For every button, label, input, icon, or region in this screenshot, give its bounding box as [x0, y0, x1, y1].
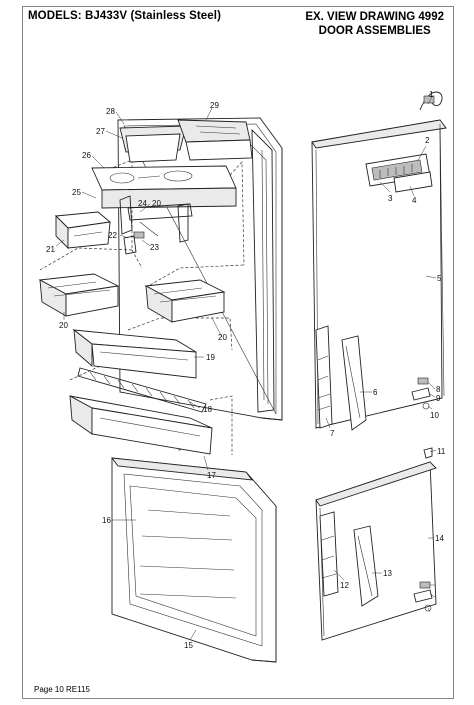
callout-22: 22: [108, 231, 117, 240]
door-bin-left: [38, 273, 120, 317]
upper-handle: [341, 335, 367, 431]
freezer-handle: [353, 525, 379, 607]
bottom-door-bin: [69, 395, 213, 455]
page-footer: Page 10 RE115: [34, 685, 90, 694]
callout-1: 1: [429, 90, 434, 99]
callout-3: 3: [388, 194, 393, 203]
models-title: MODELS: BJ433V (Stainless Steel): [28, 10, 222, 22]
page-border: [22, 6, 454, 699]
upper-hinge-parts: [411, 377, 431, 410]
callout-16: 16: [102, 516, 111, 525]
callout-19: 19: [206, 353, 215, 362]
freezer-door-liner: [111, 457, 277, 663]
dairy-compartment: [119, 119, 253, 163]
callout-2: 2: [425, 136, 430, 145]
callout-20-left: 20: [59, 321, 68, 330]
callout-9-upper: 9: [436, 394, 441, 403]
callout-17: 17: [207, 471, 216, 480]
callout-25: 25: [72, 188, 81, 197]
callout-20-bracket: 20: [152, 199, 161, 208]
door-bin-right: [144, 279, 226, 323]
callout-4: 4: [412, 196, 417, 205]
retainer-bar: [77, 367, 207, 413]
upper-door-liner: [117, 117, 283, 421]
drawing-number: EX. VIEW DRAWING 4992: [305, 11, 444, 23]
power-cord: [419, 91, 443, 111]
assembly-guide-lines: [39, 159, 245, 455]
callout-12: 12: [340, 581, 349, 590]
callout-27: 27: [96, 127, 105, 136]
callout-5: 5: [437, 274, 442, 283]
callout-13: 13: [383, 569, 392, 578]
control-panel: [365, 153, 433, 193]
upper-hinge-insert: [315, 325, 333, 429]
egg-tray: [91, 165, 237, 209]
small-bin: [55, 211, 112, 250]
callout-20-right: 20: [218, 333, 227, 342]
callout-29: 29: [210, 101, 219, 110]
callout-6: 6: [373, 388, 378, 397]
shelf-brackets: [119, 195, 193, 255]
callout-15: 15: [184, 641, 193, 650]
callout-26: 26: [82, 151, 91, 160]
callout-21: 21: [46, 245, 55, 254]
callout-28: 28: [106, 107, 115, 116]
callout-7: 7: [330, 429, 335, 438]
long-door-bin: [72, 329, 197, 379]
freezer-hinge-insert: [319, 511, 339, 597]
freezer-outer-door: [315, 461, 437, 641]
callout-24: 24: [138, 199, 147, 208]
callout-14: 14: [435, 534, 444, 543]
callout-11: 11: [437, 447, 446, 456]
callout-23: 23: [150, 243, 159, 252]
drawing-title: EX. VIEW DRAWING 4992 DOOR ASSEMBLIES: [305, 10, 444, 38]
part-number-callouts: 1 2 3 4 5 6 7 8 9 10 11 12 13 14 15 16 1…: [46, 90, 446, 650]
callout-18: 18: [203, 405, 212, 414]
callout-8-upper: 8: [436, 385, 441, 394]
callout-10-upper: 10: [430, 411, 439, 420]
assembly-name: DOOR ASSEMBLIES: [318, 25, 431, 37]
callout-leaders: [55, 96, 437, 641]
